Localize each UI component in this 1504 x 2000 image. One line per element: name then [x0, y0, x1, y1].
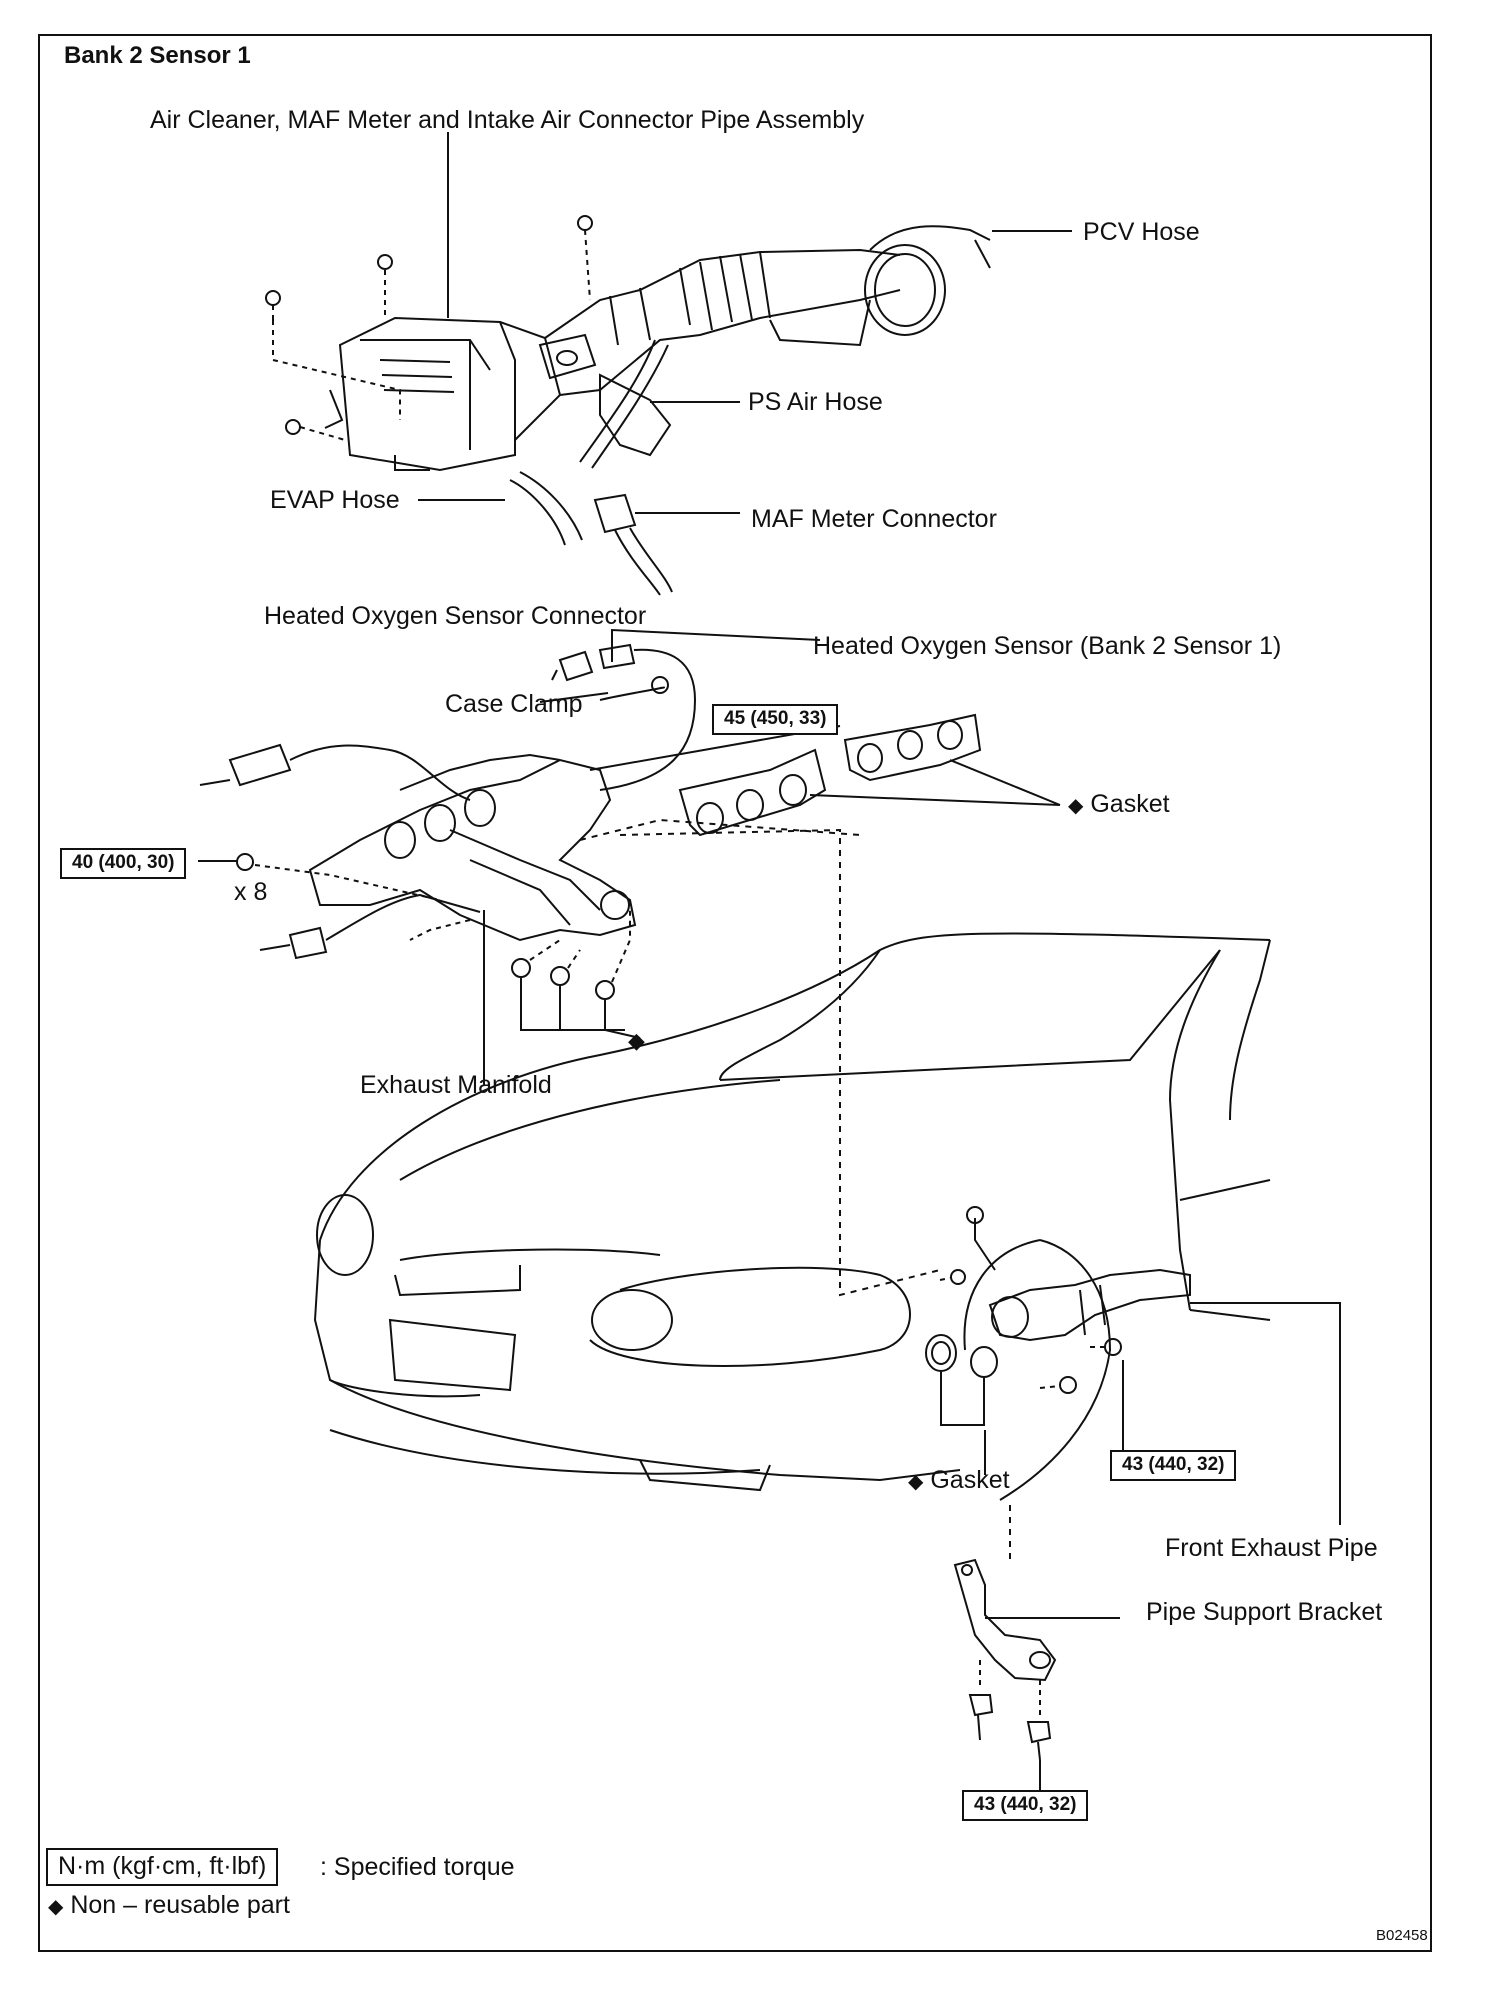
- label-pipe-support-bracket: Pipe Support Bracket: [1146, 1598, 1383, 1626]
- label-pcv-hose: PCV Hose: [1083, 218, 1200, 246]
- legend-torque-unit-box: N·m (kgf·cm, ft·lbf): [46, 1848, 279, 1886]
- pipe-support-bracket-shape: [953, 1558, 1057, 1790]
- label-evap-hose: EVAP Hose: [270, 486, 400, 514]
- air-cleaner-bolts: [265, 215, 593, 441]
- car-body-outline: [313, 932, 1271, 1501]
- legend-nonreusable: ◆ Non – reusable part: [48, 1893, 290, 1918]
- figure-id: B02458: [1376, 1927, 1428, 1944]
- torque-box-43-bracket: 43 (440, 32): [962, 1790, 1089, 1821]
- legend-torque-text: : Specified torque: [320, 1853, 515, 1881]
- exhaust-manifold-shape: [308, 753, 637, 942]
- ho2s-connector-shape: [551, 628, 821, 791]
- front-exhaust-pipe-shape: [925, 1206, 1191, 1426]
- diagram-frame: [38, 34, 1432, 1952]
- ps-air-hose-line: [579, 339, 669, 469]
- nonreusable-diamond-icon: ◆: [1068, 795, 1084, 817]
- maf-connector-shape: [593, 493, 673, 596]
- label-x8: x 8: [234, 878, 268, 906]
- intake-pipe: [544, 225, 991, 396]
- label-maf-meter-connector: MAF Meter Connector: [751, 505, 997, 533]
- legend-nonreusable-text: Non – reusable part: [70, 1891, 290, 1919]
- label-ho2s-connector: Heated Oxygen Sensor Connector: [264, 602, 647, 630]
- label-gasket-lower: ◆ Gasket: [908, 1468, 1010, 1493]
- torque-box-43-pipe: 43 (440, 32): [1110, 1450, 1237, 1481]
- label-air-cleaner-assembly: Air Cleaner, MAF Meter and Intake Air Co…: [150, 106, 865, 134]
- evap-hose-line: [509, 471, 583, 546]
- manifold-gaskets: [678, 713, 1061, 837]
- leader-lines-upper: [418, 132, 1072, 514]
- label-front-exhaust-pipe: Front Exhaust Pipe: [1165, 1534, 1378, 1562]
- nonreusable-diamond-icon: ◆: [908, 1471, 924, 1493]
- leader-lines-mid: [483, 692, 941, 1297]
- manifold-sensor-wires: [199, 743, 481, 960]
- manifold-nuts-diamond-icon: ◆: [628, 1028, 645, 1053]
- air-cleaner-assembly: [324, 316, 562, 472]
- label-heated-oxygen-sensor: Heated Oxygen Sensor (Bank 2 Sensor 1): [813, 632, 1282, 660]
- label-ps-air-hose: PS Air Hose: [748, 388, 883, 416]
- diagram-title: Bank 2 Sensor 1: [64, 42, 251, 69]
- legend-diamond-icon: ◆: [48, 1896, 64, 1918]
- maf-meter: [538, 333, 672, 457]
- gasket-upper-text: Gasket: [1090, 790, 1170, 818]
- torque-box-40: 40 (400, 30): [60, 848, 187, 879]
- leader-lines-lower: [984, 1302, 1341, 1619]
- gasket-lower-text: Gasket: [930, 1466, 1010, 1494]
- label-case-clamp: Case Clamp: [445, 690, 583, 718]
- label-gasket-upper: ◆ Gasket: [1068, 792, 1170, 817]
- label-exhaust-manifold: Exhaust Manifold: [360, 1071, 552, 1099]
- manifold-nuts: [198, 853, 641, 1039]
- torque-box-45: 45 (450, 33): [712, 704, 839, 735]
